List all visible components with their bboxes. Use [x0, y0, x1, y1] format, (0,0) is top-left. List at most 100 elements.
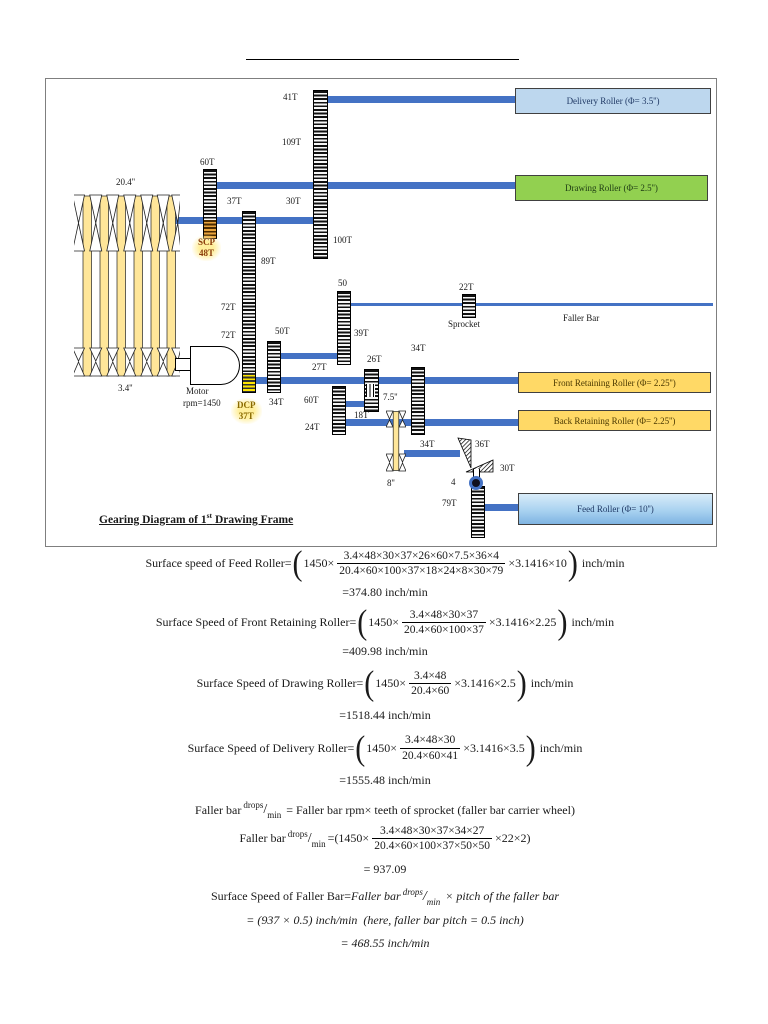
label-24t: 24T — [305, 422, 320, 432]
main-belt-pulley-drive — [74, 194, 180, 377]
label-4: 4 — [451, 477, 456, 487]
gear-79t — [471, 486, 485, 538]
label-pulley-7-5: 7.5'' — [383, 392, 398, 402]
feed-roller-formula: Surface speed of Feed Roller=(1450×3.4×4… — [145, 544, 624, 583]
feed-roller-shaft — [482, 504, 518, 511]
gear-41t-109t-30t-100t — [313, 90, 328, 259]
label-36t: 36T — [475, 439, 490, 449]
label-60t-lower: 60T — [304, 395, 319, 405]
feed-formula-denominator: 20.4×60×100×37×18×24×8×30×79 — [339, 565, 504, 578]
diagram-title-part1: Gearing Diagram of 1 — [99, 513, 207, 526]
feed-roller-box: Feed Roller (Φ= 10'') — [518, 493, 713, 525]
label-27t: 27T — [312, 362, 327, 372]
front-retaining-shaft — [254, 377, 518, 384]
feed-roller-label: Feed Roller (Φ= 10'') — [577, 504, 654, 514]
front-retaining-formula: Surface Speed of Front Retaining Roller=… — [155, 603, 615, 642]
carrier-wheel-4 — [469, 476, 483, 490]
feed-formula-tail: ×3.1416×10 — [508, 556, 567, 571]
sprocket-22t — [462, 294, 476, 318]
feed-roller-result: =374.80 inch/min — [342, 584, 428, 599]
scp-line2: 48T — [199, 247, 215, 258]
scp-48t-tag: SCP 48T — [192, 235, 222, 261]
label-100t: 100T — [333, 235, 352, 245]
back-retaining-roller-label: Back Retaining Roller (Φ= 2.25'') — [553, 415, 676, 426]
close-paren: ) — [525, 729, 536, 768]
close-paren: ) — [516, 664, 527, 703]
motor-label: Motor — [186, 386, 209, 396]
front-retaining-roller-box: Front Retaining Roller (Φ= 2.25'') — [518, 372, 711, 393]
label-41t: 41T — [283, 92, 298, 102]
gear-37t-72t-section — [243, 212, 255, 373]
label-22t: 22T — [459, 282, 474, 292]
open-paren: ( — [364, 664, 375, 703]
label-72t-upper: 72T — [221, 302, 236, 312]
label-34t-bevel: 34T — [420, 439, 435, 449]
drops-per-min-notation: drops/min — [243, 800, 282, 820]
gear-60t-scp48t — [203, 169, 217, 239]
bevel-gear-36t — [457, 437, 472, 469]
faller-surface-speed-step: = (937 × 0.5) inch/min (here, faller bar… — [246, 912, 524, 927]
label-60t-top: 60T — [200, 157, 215, 167]
label-109t: 109T — [282, 137, 301, 147]
drawing-roller-formula: Surface Speed of Drawing Roller=(1450×3.… — [196, 664, 574, 703]
label-30t-bevel: 30T — [500, 463, 515, 473]
delivery-roller-label: Delivery Roller (Φ= 3.5'') — [566, 96, 660, 106]
open-paren: ( — [357, 603, 368, 642]
gear-50t-34t — [267, 341, 281, 393]
diagram-title-sup: st — [206, 511, 213, 520]
label-26t: 26T — [367, 354, 382, 364]
label-30t: 30T — [286, 196, 301, 206]
label-faller-bar: Faller Bar — [563, 313, 600, 323]
gear-50-39t — [337, 291, 351, 365]
gear-scp-48t-section — [204, 220, 216, 238]
back-retaining-roller-box: Back Retaining Roller (Φ= 2.25'') — [518, 410, 711, 431]
faller-bar-line — [349, 303, 713, 306]
faller-drive-shaft — [279, 353, 339, 359]
close-paren: ) — [567, 544, 578, 583]
delivery-roller-formula: Surface Speed of Delivery Roller=(1450×3… — [187, 729, 583, 768]
label-89t: 89T — [261, 256, 276, 266]
front-formula-label: Surface Speed of Front Retaining Roller= — [155, 615, 357, 630]
gear-34t-retaining — [411, 367, 425, 435]
motor-body — [190, 346, 240, 385]
label-pulley-20-4: 20.4'' — [116, 177, 135, 187]
gear-60t-24t — [332, 386, 346, 435]
delivery-roller-result: =1555.48 inch/min — [339, 773, 431, 787]
front-retaining-result: =409.98 inch/min — [342, 643, 428, 658]
formula-section: Surface speed of Feed Roller=(1450×3.4×4… — [40, 544, 730, 951]
faller-surface-speed-result: = 468.55 inch/min — [340, 935, 430, 950]
pulley-output-shaft — [404, 450, 460, 457]
motor-rpm-label: rpm=1450 — [183, 398, 221, 408]
label-39t: 39T — [354, 328, 369, 338]
feed-formula-lead: 1450× — [303, 556, 335, 571]
open-paren: ( — [292, 544, 303, 583]
label-50t: 50T — [275, 326, 290, 336]
drops-per-min-notation: drops/min — [402, 886, 441, 907]
diagram-title: Gearing Diagram of 1st Drawing Frame — [99, 511, 293, 526]
back-retaining-shaft — [344, 419, 518, 426]
sixty-to-18t-shaft — [344, 401, 366, 407]
faller-bar-result: = 937.09 — [363, 861, 407, 876]
bevel-gear-pair — [457, 437, 494, 473]
blank-title-underline — [246, 59, 519, 60]
open-paren: ( — [355, 729, 366, 768]
drawing-formula-label: Surface Speed of Drawing Roller= — [196, 675, 364, 690]
delivery-shaft — [324, 96, 516, 103]
close-paren: ) — [557, 603, 568, 642]
gear-26t-hub — [366, 384, 375, 397]
feed-formula-label: Surface speed of Feed Roller= — [145, 556, 292, 571]
gear-37t-89t-72t-dcp37t — [242, 211, 256, 393]
drops-per-min-notation: drops/min — [287, 828, 326, 849]
label-72t-lower: 72T — [221, 330, 236, 340]
delivery-roller-box: Delivery Roller (Φ= 3.5'') — [515, 88, 711, 114]
dcp-line2: 37T — [238, 410, 254, 421]
label-37t: 37T — [227, 196, 242, 206]
drawing-roller-label: Drawing Roller (Φ= 2.5'') — [565, 183, 658, 193]
drawing-roller-box: Drawing Roller (Φ= 2.5'') — [515, 175, 708, 201]
